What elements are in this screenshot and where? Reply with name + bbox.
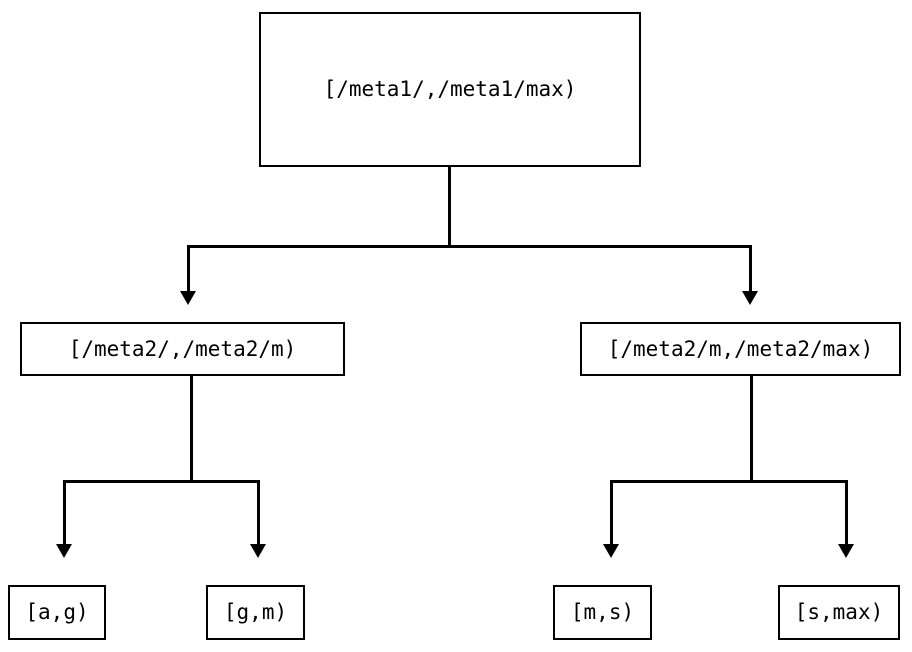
tree-node-leaf-0[interactable]: [a,g) — [8, 585, 106, 640]
arrowhead-mid-left-to-leaf-0 — [56, 544, 72, 558]
edge-mid-right-stem — [750, 376, 753, 482]
arrowhead-mid-right-to-leaf-3 — [838, 544, 854, 558]
tree-node-root-label: [/meta1/,/meta1/max) — [323, 77, 577, 101]
tree-node-leaf-0-label: [a,g) — [25, 600, 89, 624]
tree-node-mid-right-label: [/meta2/m,/meta2/max) — [607, 336, 874, 361]
tree-node-leaf-1-label: [g,m) — [223, 600, 288, 624]
edge-root-stem — [448, 167, 451, 247]
edge-root-to-mid-left-drop — [187, 245, 190, 293]
tree-node-leaf-2[interactable]: [m,s) — [553, 585, 652, 640]
arrowhead-root-to-mid-left — [180, 291, 196, 305]
tree-node-leaf-1[interactable]: [g,m) — [206, 585, 305, 640]
edge-root-to-mid-right-drop — [749, 245, 752, 293]
edge-mid-left-stem — [190, 376, 193, 482]
tree-node-mid-left[interactable]: [/meta2/,/meta2/m) — [20, 322, 345, 376]
arrowhead-root-to-mid-right — [742, 291, 758, 305]
edge-root-crossbar — [188, 245, 752, 248]
edge-mid-left-to-leaf-0-drop — [63, 480, 66, 546]
tree-node-leaf-2-label: [m,s) — [570, 600, 635, 624]
edge-mid-left-crossbar — [63, 480, 260, 483]
arrowhead-mid-right-to-leaf-2 — [603, 544, 619, 558]
tree-node-leaf-3[interactable]: [s,max) — [778, 585, 900, 640]
tree-node-leaf-3-label: [s,max) — [794, 600, 884, 624]
tree-node-mid-left-label: [/meta2/,/meta2/m) — [68, 336, 297, 361]
edge-mid-right-crossbar — [610, 480, 848, 483]
tree-node-root[interactable]: [/meta1/,/meta1/max) — [259, 12, 641, 167]
tree-node-mid-right[interactable]: [/meta2/m,/meta2/max) — [580, 322, 901, 376]
edge-mid-right-to-leaf-3-drop — [845, 480, 848, 546]
arrowhead-mid-left-to-leaf-1 — [250, 544, 266, 558]
edge-mid-left-to-leaf-1-drop — [257, 480, 260, 546]
edge-mid-right-to-leaf-2-drop — [610, 480, 613, 546]
